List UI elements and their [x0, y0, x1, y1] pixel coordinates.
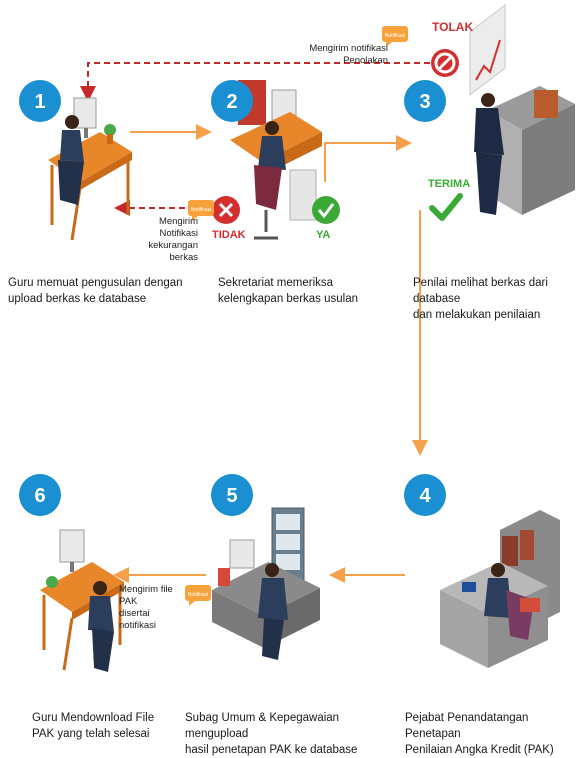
step-circle-1: 1: [19, 80, 61, 122]
no-x-icon: [212, 196, 240, 224]
step-circle-6: 6: [19, 474, 61, 516]
step-number-2: 2: [226, 91, 237, 113]
flow-arrows: [113, 124, 428, 583]
step-2-caption: Sekretariat memeriksa kelengkapan berkas…: [218, 277, 359, 305]
terima-label: TERIMA: [428, 178, 471, 190]
notification-badge-label: Notifikasi: [191, 207, 211, 213]
reject-icon: [431, 49, 459, 77]
incomplete-files-note: Mengirim Notifikasi kekurangan berkas: [148, 216, 198, 263]
step-circle-3: 3: [404, 80, 446, 122]
rejection-note: Mengirim notifikasi Penolakan: [309, 43, 388, 66]
pak-file-note: Mengirim file PAK disertai notifikasi: [119, 584, 173, 631]
assessor-office-illustration: [469, 3, 575, 215]
step-circle-5: 5: [211, 474, 253, 516]
step-number-5: 5: [226, 485, 237, 507]
rejection-notification-arrow: [80, 62, 430, 102]
step-number-1: 1: [34, 91, 45, 113]
notification-arrows: [80, 62, 430, 216]
official-office-illustration: [440, 510, 560, 668]
step-number-6: 6: [34, 485, 45, 507]
notification-badge-icon: Notifikasi: [188, 200, 214, 221]
notification-badge-icon: Notifikasi: [185, 585, 211, 606]
step-3-caption: Penilai melihat berkas dari database dan…: [413, 277, 548, 321]
step-number-3: 3: [419, 91, 430, 113]
flow-arrow-2-to-3: [324, 135, 412, 182]
staff-office-illustration: [212, 507, 320, 660]
step-1-caption: Guru memuat pengusulan dengan upload ber…: [8, 277, 183, 305]
notification-badge-icon: Notifikasi: [382, 26, 408, 47]
tidak-label: TIDAK: [212, 229, 246, 241]
notification-badge-label: Notifikasi: [385, 33, 405, 39]
step-5-caption: Subag Umum & Kepegawaian mengupload hasi…: [185, 712, 358, 756]
teacher-desk-illustration: [48, 97, 132, 241]
step-4-caption: Pejabat Penandatangan Penetapan Penilaia…: [405, 712, 554, 756]
step-circle-4: 4: [404, 474, 446, 516]
tolak-label: TOLAK: [432, 20, 474, 34]
teacher-download-illustration: [40, 529, 124, 672]
yes-check-icon: [312, 196, 340, 224]
step-circle-2: 2: [211, 80, 253, 122]
ya-label: YA: [316, 229, 331, 241]
step-number-4: 4: [419, 485, 431, 507]
notification-badge-label: Notifikasi: [188, 592, 208, 598]
accept-check-icon: [429, 193, 463, 221]
step-6-caption: Guru Mendownload File PAK yang telah sel…: [32, 712, 155, 740]
